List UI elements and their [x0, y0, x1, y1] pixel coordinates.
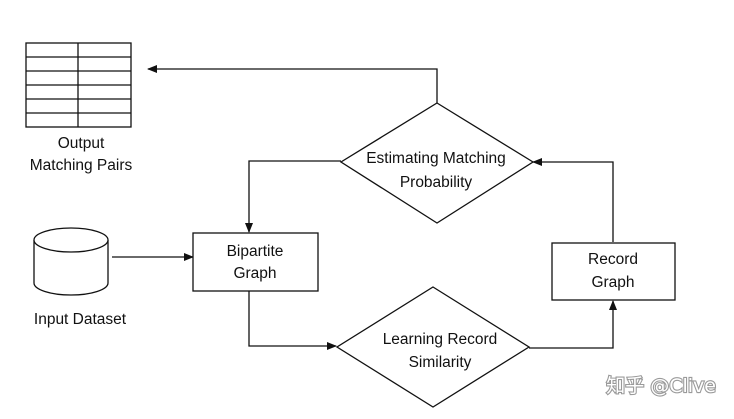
estimating-label-line2: Probability: [400, 174, 473, 191]
output-label-line2: Matching Pairs: [30, 157, 133, 174]
estimating-probability-decision: [339, 102, 535, 224]
arrow-bipartite-to-learning: [248, 291, 337, 350]
output-label-line1: Output: [58, 135, 105, 152]
learning-label-line1: Learning Record: [383, 331, 498, 348]
learning-label-line2: Similarity: [409, 354, 472, 371]
record-label-line1: Record: [588, 251, 638, 268]
arrow-estimating-to-output: [147, 65, 438, 103]
arrow-estimating-to-bipartite: [245, 160, 341, 233]
bipartite-graph-box: [192, 232, 319, 292]
record-graph-box: [551, 242, 676, 301]
arrow-record-to-estimating: [532, 158, 614, 242]
record-label-line2: Graph: [591, 274, 634, 291]
watermark-text: 知乎 @Clive: [606, 375, 716, 397]
database-icon: [33, 227, 109, 296]
input-dataset-label: Input Dataset: [34, 311, 127, 328]
bipartite-label-line2: Graph: [233, 265, 276, 282]
arrow-learning-to-record: [529, 300, 617, 349]
bipartite-label-line1: Bipartite: [227, 243, 284, 260]
learning-similarity-decision: [335, 286, 531, 408]
estimating-label-line1: Estimating Matching: [366, 150, 506, 167]
output-table-icon: [25, 42, 132, 128]
